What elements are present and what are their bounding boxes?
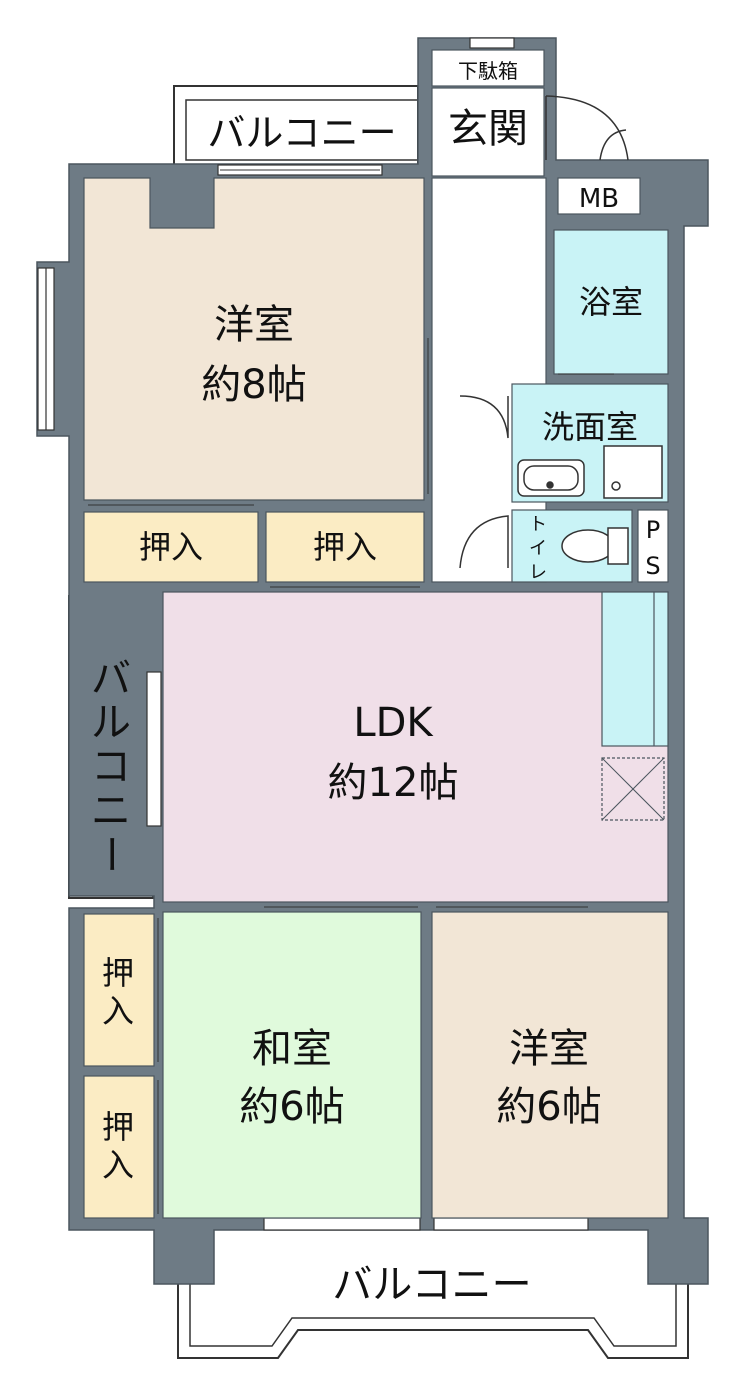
closet-2 [265,511,425,583]
left-balcony-char-1: バ [91,656,131,702]
japanese-room-name: 和室 [252,1026,332,1072]
closet-4-char-2: 入 [102,1146,134,1184]
closet-1 [83,511,259,583]
top-balcony-label: バルコニー [207,111,396,155]
left-balcony-char-2: ル [91,700,131,746]
japanese-room-floor [162,911,422,1219]
bottom-balcony-inner [189,1230,677,1347]
closet-1-label: 押入 [139,528,203,566]
shoe-box-area [431,49,545,87]
western-room-6-name: 洋室 [509,1026,589,1072]
ldk-name: LDK [353,700,434,746]
entrance-door-swing [545,95,629,161]
kitchen-counter [601,591,669,747]
entrance-window [469,37,515,49]
western-room-6-size: 約6帖 [496,1084,601,1130]
closet-4-char-1: 押 [102,1108,134,1146]
toilet-char-2: イ [529,538,547,559]
entrance-floor [431,87,545,177]
entrance-label: 玄関 [448,106,528,152]
bathroom-floor [553,229,669,375]
ldk-floor [162,591,669,903]
japanese-room-size: 約6帖 [239,1084,344,1130]
toilet-tank [607,527,629,565]
toilet-char-3: レ [529,562,547,583]
closet-2-label: 押入 [313,528,377,566]
ps-char-2: S [645,552,660,580]
closet-4 [83,1075,155,1219]
western-room-8-name: 洋室 [214,302,294,348]
left-balcony-char-4: ニ [91,788,131,834]
rooms [83,49,669,1219]
toilet-char-1: ト [529,514,547,535]
closet-3-char-1: 押 [102,954,134,992]
bottom-window-right [433,1217,589,1231]
bathroom-label: 浴室 [579,283,643,321]
closet-3 [83,913,155,1067]
mb-label: MB [579,184,619,214]
left-balcony-char-3: コ [91,744,131,790]
western-room-6-floor [431,911,669,1219]
ps-char-1: P [646,516,660,544]
shoe-box-label: 下駄箱 [458,59,518,83]
mb-door-swing [599,129,627,161]
closet-3-char-2: 入 [102,992,134,1030]
toilet-bowl [561,529,615,563]
washroom-door-swing [459,395,509,439]
western-room-8-floor [83,177,425,501]
bottom-balcony-label: バルコニー [332,1262,531,1308]
washbasin-bowl [523,465,579,491]
left-balcony-window [146,671,162,827]
mb-box [557,177,641,215]
ps-box [637,509,669,583]
washing-machine-pan [603,445,663,499]
western-room-8-size: 約8帖 [201,362,306,408]
bottom-window-left [263,1217,421,1231]
toilet-door-swing [459,515,509,569]
kitchen-stove [601,757,665,821]
bottom-balcony-outline [177,1230,689,1359]
washroom-label: 洗面室 [542,408,638,446]
washbasin [517,459,585,497]
ldk-size: 約12帖 [328,760,459,806]
left-balcony-char-5: ー [87,834,133,874]
labels: バルコニー 下駄箱 玄関 MB 洋室 約8帖 浴室 洗面室 ト イ レ P S … [87,59,661,1308]
fixtures [88,95,663,1214]
